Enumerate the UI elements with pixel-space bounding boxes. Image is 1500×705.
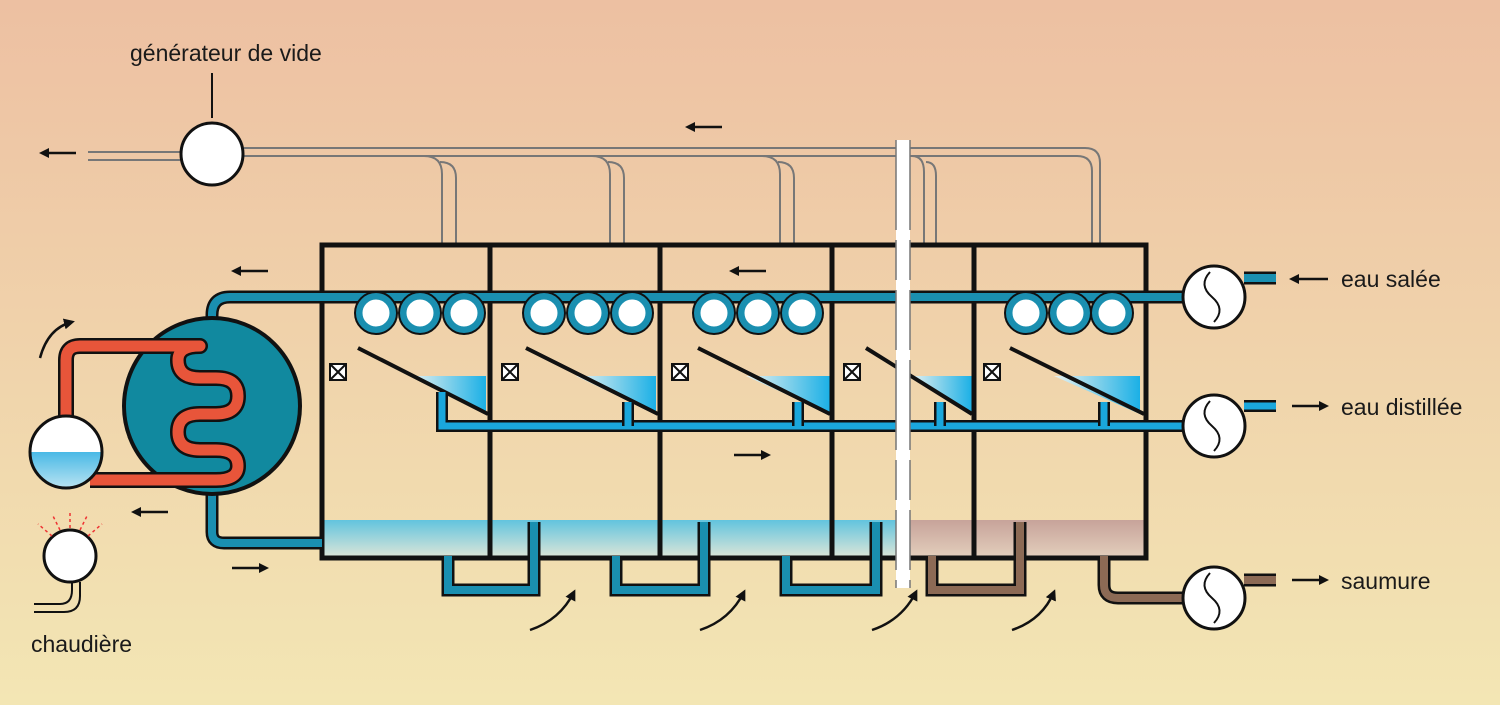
distillate-pipe [436,392,1276,432]
vacuum-lines [88,147,1101,243]
salt-water-pump-icon [1181,264,1247,330]
boiler-burner [34,512,103,613]
brine-pump-icon [1181,565,1247,631]
brine-label: saumure [1341,568,1431,594]
curved-arrow-icon [529,589,576,632]
distilled-water-label: eau distillée [1341,394,1463,420]
curved-arrow-icon [871,589,918,632]
vacuum-generator-label: générateur de vide [130,40,322,66]
distilled-water-pump-icon [1181,393,1247,459]
curved-arrow-icon [1011,589,1056,632]
salt-water-label: eau salée [1341,266,1441,292]
boiler-label: chaudière [31,631,133,657]
valves [329,363,1001,381]
valve-icon [983,363,1001,381]
valve-icon [501,363,519,381]
valve-icon [671,363,689,381]
vacuum-generator-pump-icon [179,121,245,187]
condensate-plates [357,346,1145,416]
valve-icon [329,363,347,381]
section-break [895,140,911,588]
flow-arrows [38,122,1329,632]
curved-arrow-icon [699,589,746,632]
seawater-pipe [205,271,1276,332]
condenser-coils [355,292,1133,334]
stage-transfer-pipes [441,522,1276,605]
valve-icon [843,363,861,381]
heater-coil [58,338,246,488]
heater-return-pipe [205,480,322,550]
curved-arrow-icon [38,318,75,359]
